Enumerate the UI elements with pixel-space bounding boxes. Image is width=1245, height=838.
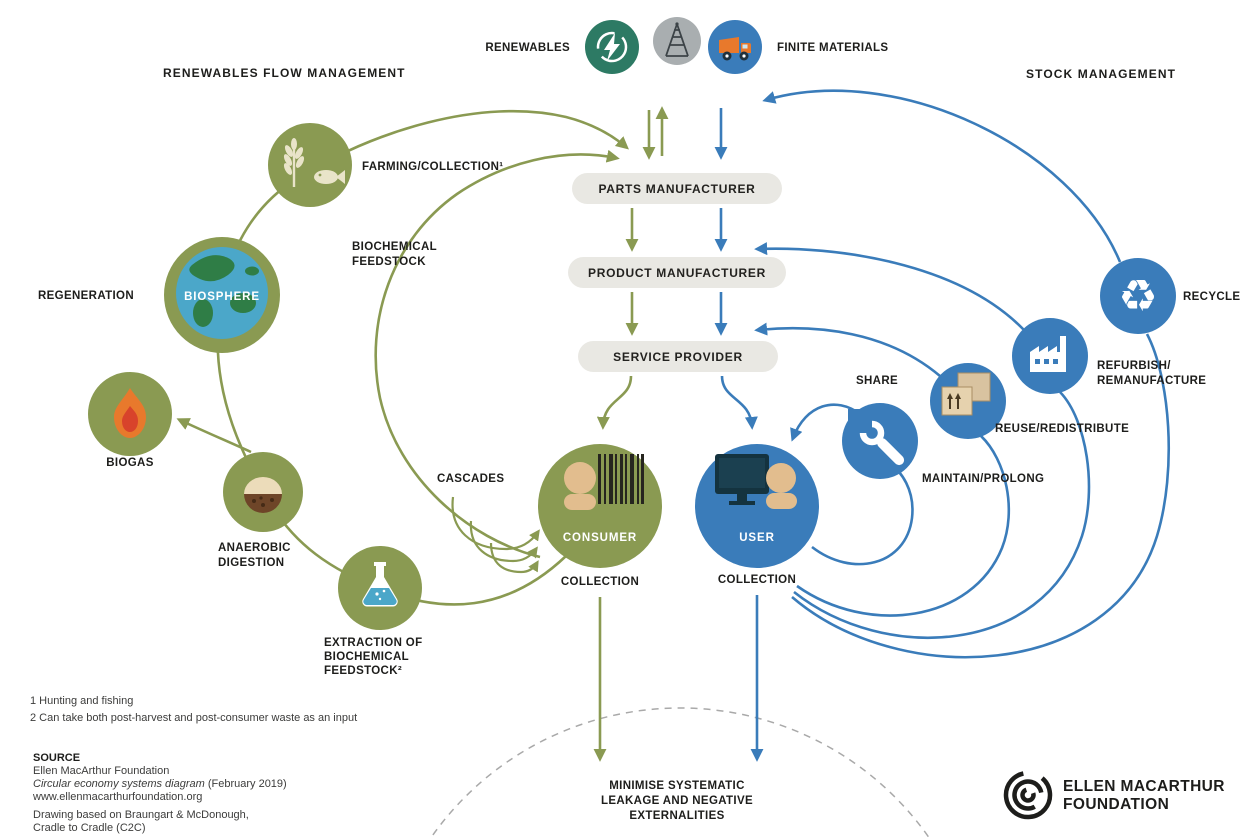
leakage-label-1: MINIMISE SYSTEMATIC xyxy=(609,780,745,792)
footnote-1: 1 Hunting and fishing xyxy=(30,695,133,707)
service-provider-pill: SERVICE PROVIDER xyxy=(578,341,778,372)
footnote-2: 2 Can take both post-harvest and post-co… xyxy=(30,712,357,724)
source-line-4: Drawing based on Braungart & McDonough, xyxy=(33,809,249,821)
factory-icon xyxy=(1030,336,1066,372)
center-arrows xyxy=(593,106,764,762)
blue-service-to-user xyxy=(720,375,758,430)
flask-icon xyxy=(362,562,398,607)
share-node xyxy=(842,403,918,479)
anaerobic-label-2: DIGESTION xyxy=(218,557,284,569)
cascades-label: CASCADES xyxy=(437,473,504,485)
extraction-label-1: EXTRACTION OF xyxy=(324,637,422,649)
user-icon xyxy=(715,454,797,509)
parts-manufacturer-pill: PARTS MANUFACTURER xyxy=(572,173,782,204)
extraction-label-3: FEEDSTOCK² xyxy=(324,665,402,677)
renewables-label: RENEWABLES xyxy=(485,42,570,54)
source-line-5: Cradle to Cradle (C2C) xyxy=(33,822,145,834)
finite-materials-label: FINITE MATERIALS xyxy=(777,42,888,54)
biosphere-node: BIOSPHERE xyxy=(164,237,280,353)
refurbish-label-1: REFURBISH/ xyxy=(1097,360,1171,372)
biosphere-label: BIOSPHERE xyxy=(184,291,260,303)
truck-icon xyxy=(708,20,762,74)
source-line-1: Ellen MacArthur Foundation xyxy=(33,765,169,777)
biogas-node xyxy=(88,372,172,456)
consumer-node: CONSUMER xyxy=(538,444,662,568)
emf-logo: ELLEN MACARTHUR FOUNDATION xyxy=(1003,770,1225,820)
consumer-icon xyxy=(564,454,644,510)
refurbish-label-2: REMANUFACTURE xyxy=(1097,375,1206,387)
consumer-label: CONSUMER xyxy=(563,532,637,544)
biochemical-feedstock-label-1: BIOCHEMICAL xyxy=(352,241,437,253)
refurbish-loop-return xyxy=(754,242,1025,331)
recycle-loop-return xyxy=(762,89,1122,263)
share-label: SHARE xyxy=(856,375,898,387)
source-diagram-title: Circular economy systems diagram xyxy=(33,778,205,790)
regeneration-label: REGENERATION xyxy=(38,290,134,302)
refurbish-loop-out xyxy=(793,391,1091,639)
wheat-icon xyxy=(283,138,305,187)
oil-derrick-icon xyxy=(653,17,701,65)
user-collection-label: COLLECTION xyxy=(718,574,796,586)
biogas-label: BIOGAS xyxy=(106,457,153,469)
emf-logo-text-2: FOUNDATION xyxy=(1063,796,1169,813)
lightning-bolt-icon xyxy=(604,33,620,61)
person-head-icon xyxy=(766,463,796,493)
boxes-icon xyxy=(941,372,991,416)
blue-flow-arcs xyxy=(754,89,1171,659)
source-line-2: Circular economy systems diagram (Februa… xyxy=(33,778,287,790)
cascade-arc-1 xyxy=(451,496,540,551)
refurbish-node xyxy=(1012,318,1088,394)
source-diagram-date: (February 2019) xyxy=(205,778,287,790)
renewables-icon xyxy=(585,20,639,74)
cascade-arc-2 xyxy=(469,520,538,563)
stock-management-heading: STOCK MANAGEMENT xyxy=(1026,67,1176,81)
leakage-dashed-circle xyxy=(429,707,931,838)
reuse-loop-out xyxy=(796,435,1011,617)
wrench-icon xyxy=(848,409,905,466)
leakage-label-2: LEAKAGE AND NEGATIVE xyxy=(601,795,753,807)
green-biochemical-loop xyxy=(374,149,620,559)
farming-label: FARMING/COLLECTION¹ xyxy=(362,161,503,173)
parts-manufacturer-label: PARTS MANUFACTURER xyxy=(598,182,755,196)
share-loop-out xyxy=(811,458,914,566)
source-heading: SOURCE xyxy=(33,752,80,764)
renewables-flow-heading: RENEWABLES FLOW MANAGEMENT xyxy=(163,66,406,80)
soil-layers-icon xyxy=(244,477,282,513)
fish-icon xyxy=(314,170,345,184)
reuse-node xyxy=(930,363,1006,439)
anaerobic-digestion-node xyxy=(223,452,303,532)
maintain-label: MAINTAIN/PROLONG xyxy=(922,473,1044,485)
recycle-icon: ♻ xyxy=(1118,272,1157,321)
reuse-loop-return xyxy=(754,322,941,377)
extraction-label-2: BIOCHEMICAL xyxy=(324,651,409,663)
extraction-node xyxy=(338,546,422,630)
leakage-label-3: EXTERNALITIES xyxy=(629,810,724,822)
anaerobic-label-1: ANAEROBIC xyxy=(218,542,291,554)
biogas-arrow xyxy=(176,418,252,454)
recycle-node: ♻ xyxy=(1100,258,1176,334)
cascade-arc-3 xyxy=(489,542,539,574)
service-provider-label: SERVICE PROVIDER xyxy=(613,350,743,364)
emf-logo-icon xyxy=(1003,770,1053,820)
emf-logo-text-1: ELLEN MACARTHUR xyxy=(1063,778,1225,795)
farming-node xyxy=(268,123,352,207)
barcode-icon xyxy=(598,454,644,504)
consumer-collection-label: COLLECTION xyxy=(561,576,639,588)
person-head-icon xyxy=(564,462,596,494)
reuse-label: REUSE/REDISTRIBUTE xyxy=(995,423,1129,435)
user-node: USER xyxy=(695,444,819,568)
recycle-label: RECYCLE xyxy=(1183,291,1240,303)
source-website: www.ellenmacarthurfoundation.org xyxy=(32,791,202,803)
flame-icon xyxy=(114,388,146,438)
earth-icon xyxy=(176,247,268,339)
product-manufacturer-label: PRODUCT MANUFACTURER xyxy=(588,266,766,280)
green-service-to-consumer xyxy=(596,375,633,430)
product-manufacturer-pill: PRODUCT MANUFACTURER xyxy=(568,257,786,288)
recycle-loop-out xyxy=(791,333,1171,659)
user-label: USER xyxy=(739,532,775,544)
biochemical-feedstock-label-2: FEEDSTOCK xyxy=(352,256,426,268)
